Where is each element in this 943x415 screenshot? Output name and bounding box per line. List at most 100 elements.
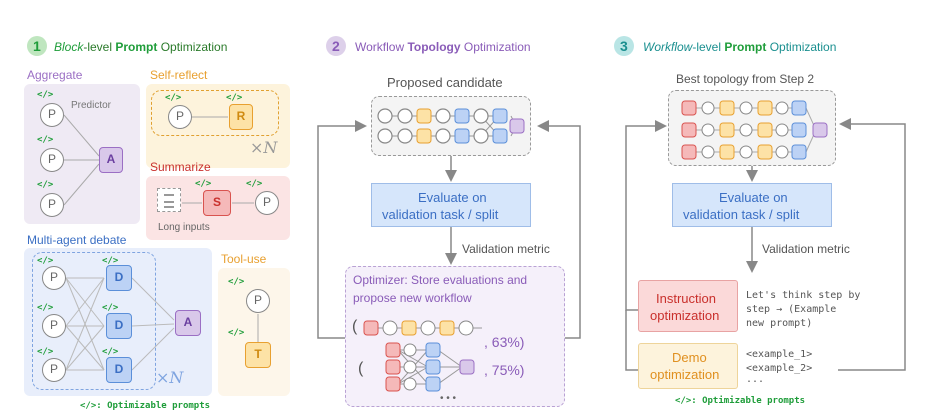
step3-title-end: Optimization bbox=[766, 40, 837, 54]
debate-node-d: D bbox=[106, 313, 132, 339]
tool-use-arrow bbox=[257, 314, 259, 342]
summarize-arrows bbox=[182, 202, 254, 204]
step3-footnote: </>: Optimizable prompts bbox=[675, 396, 806, 406]
step1-footnote: </>: Optimizable prompts bbox=[80, 401, 211, 411]
aggregate-predictor-node: P bbox=[40, 193, 64, 217]
self-reflect-node-r: R bbox=[229, 104, 253, 130]
demo-example-line2: <example_2> bbox=[746, 363, 813, 374]
demo-optimization-box bbox=[638, 343, 738, 389]
instruction-line1: Instruction bbox=[656, 291, 716, 306]
step1-number: 1 bbox=[33, 38, 41, 54]
code-tag-icon: </> bbox=[37, 303, 54, 313]
debate-node-d: D bbox=[106, 357, 132, 383]
debate-node-d: D bbox=[106, 265, 132, 291]
instruction-example-line1: Let's think step by bbox=[746, 290, 861, 301]
aggregate-predictor-node: P bbox=[40, 148, 64, 172]
summarize-node-p: P bbox=[255, 191, 279, 215]
proposed-candidate-box bbox=[371, 96, 531, 156]
code-tag-icon: </> bbox=[102, 303, 119, 313]
debate-loop bbox=[32, 252, 156, 390]
step2-title-bold: Topology bbox=[407, 40, 461, 54]
step3-flow-arrows bbox=[625, 118, 906, 371]
step3-title-mid: -level bbox=[692, 40, 725, 54]
optimizer-box bbox=[345, 266, 565, 407]
instruction-line2: optimization bbox=[650, 308, 720, 323]
code-tag-icon: </> bbox=[37, 347, 54, 357]
demo-example-line1: <example_1> bbox=[746, 349, 813, 360]
optimizer-workflow-1 bbox=[363, 320, 482, 336]
debate-node-p: P bbox=[42, 266, 66, 290]
step1-title: Block-level Prompt Optimization bbox=[54, 40, 227, 54]
long-inputs-doc-icon bbox=[157, 188, 181, 212]
aggregate-label: Aggregate bbox=[27, 68, 83, 82]
code-tag-icon: </> bbox=[37, 90, 54, 100]
step2-badge bbox=[326, 36, 346, 56]
step3-metric-label: Validation metric bbox=[762, 242, 850, 256]
step3-evaluate-line1: Evaluate on bbox=[719, 190, 788, 205]
self-reflect-arrow bbox=[192, 116, 228, 118]
step2-evaluate-box bbox=[371, 183, 531, 227]
step3-title-italic: Workflow bbox=[643, 40, 693, 54]
step2-evaluate-line1: Evaluate on bbox=[418, 190, 487, 205]
optimizer-paren-2: ( bbox=[358, 360, 364, 377]
step3-title: Workflow-level Prompt Optimization bbox=[643, 40, 836, 54]
self-reflect-label: Self-reflect bbox=[150, 68, 208, 82]
code-tag-icon: </> bbox=[228, 328, 245, 338]
summarize-label: Summarize bbox=[150, 160, 211, 174]
instruction-optimization-box bbox=[638, 280, 738, 332]
self-reflect-node-p: P bbox=[168, 105, 192, 129]
proposed-candidate-label: Proposed candidate bbox=[387, 75, 503, 90]
debate-label: Multi-agent debate bbox=[27, 233, 127, 247]
code-tag-icon: </> bbox=[195, 179, 212, 189]
aggregate-node-a: A bbox=[99, 147, 123, 173]
demo-example-line3: ... bbox=[746, 374, 765, 385]
aggregate-predictor-label: Predictor bbox=[71, 100, 112, 111]
step2-evaluate-line2: validation task / split bbox=[382, 207, 499, 222]
long-inputs-label: Long inputs bbox=[158, 222, 210, 233]
step1-title-bold: Prompt bbox=[115, 40, 158, 54]
instruction-example-line2: step → (Example bbox=[746, 304, 837, 315]
debate-times: ×N bbox=[156, 368, 184, 387]
instruction-example-line3: new prompt) bbox=[746, 318, 813, 329]
step2-metric-label: Validation metric bbox=[462, 242, 550, 256]
code-tag-icon: </> bbox=[246, 179, 263, 189]
summarize-node-s: S bbox=[203, 190, 231, 216]
step2-number: 2 bbox=[332, 38, 340, 54]
step3-number: 3 bbox=[620, 38, 628, 54]
optimizer-score-2: , 75%) bbox=[484, 362, 525, 378]
code-tag-icon: </> bbox=[102, 256, 119, 266]
optimizer-line1: Optimizer: Store evaluations and bbox=[353, 273, 528, 287]
step2-title-start: Workflow bbox=[355, 40, 408, 54]
optimizer-ellipsis: • • • bbox=[440, 393, 457, 404]
self-reflect-loop bbox=[151, 90, 279, 136]
tool-use-label: Tool-use bbox=[221, 252, 267, 266]
optimizer-paren-1: ( bbox=[352, 318, 358, 335]
step1-title-mid: -level bbox=[83, 40, 116, 54]
demo-line2: optimization bbox=[650, 367, 720, 382]
tool-use-node-p: P bbox=[246, 289, 270, 313]
step3-evaluate-box bbox=[672, 183, 832, 227]
debate-node-p: P bbox=[42, 314, 66, 338]
step1-badge bbox=[27, 36, 47, 56]
step1-title-end: Optimization bbox=[157, 40, 228, 54]
aggregate-arrows bbox=[63, 114, 100, 206]
code-tag-icon: </> bbox=[228, 277, 245, 287]
optimizer-score-1: , 63%) bbox=[484, 334, 525, 350]
code-tag-icon: </> bbox=[37, 135, 54, 145]
optimizer-workflow-2 bbox=[385, 342, 475, 392]
debate-node-a: A bbox=[175, 310, 201, 336]
best-topology-graph bbox=[681, 100, 828, 160]
self-reflect-times: ×N bbox=[250, 138, 278, 157]
code-tag-icon: </> bbox=[226, 93, 243, 103]
proposed-candidate-graph bbox=[377, 108, 525, 144]
best-topology-label: Best topology from Step 2 bbox=[676, 72, 815, 86]
step2-flow-arrows bbox=[317, 120, 581, 339]
aggregate-predictor-node: P bbox=[40, 103, 64, 127]
step1-title-italic: Block bbox=[54, 40, 84, 54]
optimizer-line2: propose new workflow bbox=[353, 291, 472, 305]
step3-title-bold: Prompt bbox=[724, 40, 767, 54]
step2-title: Workflow Topology Optimization bbox=[355, 40, 531, 54]
step2-title-end: Optimization bbox=[460, 40, 531, 54]
code-tag-icon: </> bbox=[37, 180, 54, 190]
debate-node-p: P bbox=[42, 358, 66, 382]
